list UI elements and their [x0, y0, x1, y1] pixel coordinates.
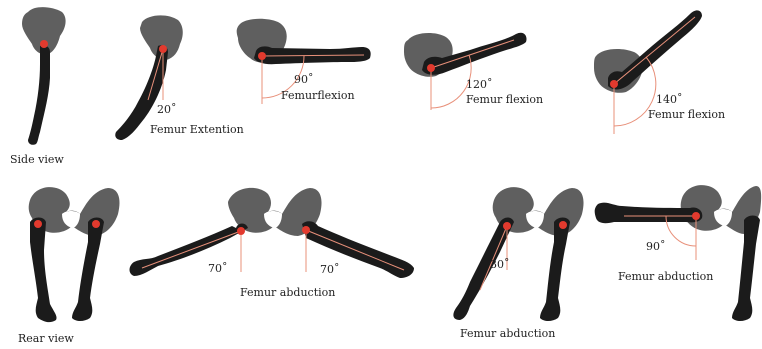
hip-joint-rear-right	[92, 220, 100, 228]
flexion-120-figure: 120˚ Femur flexion	[404, 33, 543, 110]
hip-joint-bilateral-left	[237, 227, 245, 235]
femur-bilateral-left	[130, 224, 249, 277]
hip-joint-flexion-90	[258, 52, 266, 60]
hip-joint-side	[40, 40, 48, 48]
flexion-140-angle-label: 140˚	[656, 93, 683, 106]
rear-view-label: Rear view	[18, 332, 74, 345]
bilateral-abduction-figure: 70˚ 70˚ Femur abduction	[130, 188, 415, 299]
rear-view-figure: Rear view	[18, 187, 120, 345]
abduction-90-angle-label: 90˚	[646, 240, 666, 253]
flexion-140-caption: Femur flexion	[648, 108, 725, 121]
extension-figure: 20˚ Femur Extention	[115, 15, 243, 140]
extension-angle-label: 20˚	[157, 103, 177, 116]
abduction-90-caption: Femur abduction	[618, 270, 713, 283]
hip-joint-abduction-30-static	[559, 221, 567, 229]
flexion-120-caption: Femur flexion	[466, 93, 543, 106]
side-view-figure: Side view	[10, 7, 66, 166]
flexion-140-figure: 140˚ Femur flexion	[594, 10, 725, 134]
bilateral-left-angle-label: 70˚	[208, 262, 228, 275]
hip-joint-abduction-30	[503, 222, 511, 230]
abduction-30-figure: 30˚ Femur abduction	[453, 187, 583, 340]
hip-joint-bilateral-right	[302, 226, 310, 234]
femur-side	[28, 45, 50, 145]
femur-rear-right	[72, 218, 104, 322]
femur-rear-left	[30, 218, 57, 323]
side-view-label: Side view	[10, 153, 64, 166]
femur-abduction-30-static	[540, 218, 570, 322]
femur-bilateral-right	[302, 221, 414, 278]
flexion-90-angle-label: 90˚	[294, 73, 314, 86]
bilateral-right-angle-label: 70˚	[320, 263, 340, 276]
hip-joint-abduction-90	[692, 212, 700, 220]
flexion-90-figure: 90˚ Femurflexion	[237, 19, 371, 104]
abduction-30-caption: Femur abduction	[460, 327, 555, 340]
extension-caption: Femur Extention	[150, 123, 244, 136]
bilateral-abduction-caption: Femur abduction	[240, 286, 335, 299]
flexion-90-caption: Femurflexion	[281, 89, 355, 102]
abduction-90-figure: 90˚ Femur abduction	[595, 185, 762, 321]
hip-joint-flexion-120	[427, 64, 435, 72]
hip-joint-flexion-140	[610, 80, 618, 88]
hip-joint-extension	[159, 45, 167, 53]
abduction-30-angle-label: 30˚	[490, 258, 510, 271]
flexion-120-angle-label: 120˚	[466, 78, 493, 91]
hip-joint-rear-left	[34, 220, 42, 228]
